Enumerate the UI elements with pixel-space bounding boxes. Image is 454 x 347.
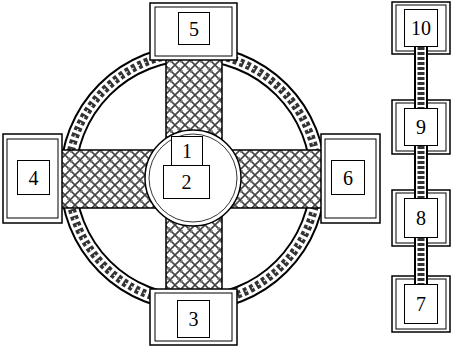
position-box: 1: [171, 136, 203, 166]
position-box: 3: [177, 300, 210, 338]
knot-link: [421, 146, 422, 198]
position-number: 8: [416, 208, 426, 228]
knot-strand: [418, 238, 425, 284]
position-box: 6: [331, 160, 365, 195]
knot-strand: [414, 238, 428, 284]
knot-strand: [416, 47, 426, 108]
position-number: 3: [189, 309, 199, 329]
knot-strand: [414, 47, 428, 108]
position-number: 2: [182, 172, 192, 192]
knot-strand: [418, 47, 425, 108]
position-box: 10: [404, 9, 438, 47]
position-box: 2: [163, 165, 210, 199]
position-number: 5: [189, 19, 199, 39]
knot-link: [421, 238, 422, 284]
position-box: 9: [404, 108, 438, 146]
knot-link: [421, 47, 422, 108]
position-number: 4: [29, 168, 39, 188]
position-number: 10: [411, 18, 431, 38]
position-box: 7: [404, 284, 438, 324]
knot-strand: [418, 146, 425, 198]
position-box: 5: [178, 12, 210, 45]
knot-strand: [414, 146, 428, 198]
position-number: 9: [416, 117, 426, 137]
position-box: 4: [17, 160, 50, 195]
position-number: 1: [182, 141, 192, 161]
position-number: 7: [416, 294, 426, 314]
knot-strand: [416, 146, 426, 198]
knot-strand: [416, 238, 426, 284]
position-number: 6: [343, 168, 353, 188]
position-box: 8: [404, 198, 438, 238]
